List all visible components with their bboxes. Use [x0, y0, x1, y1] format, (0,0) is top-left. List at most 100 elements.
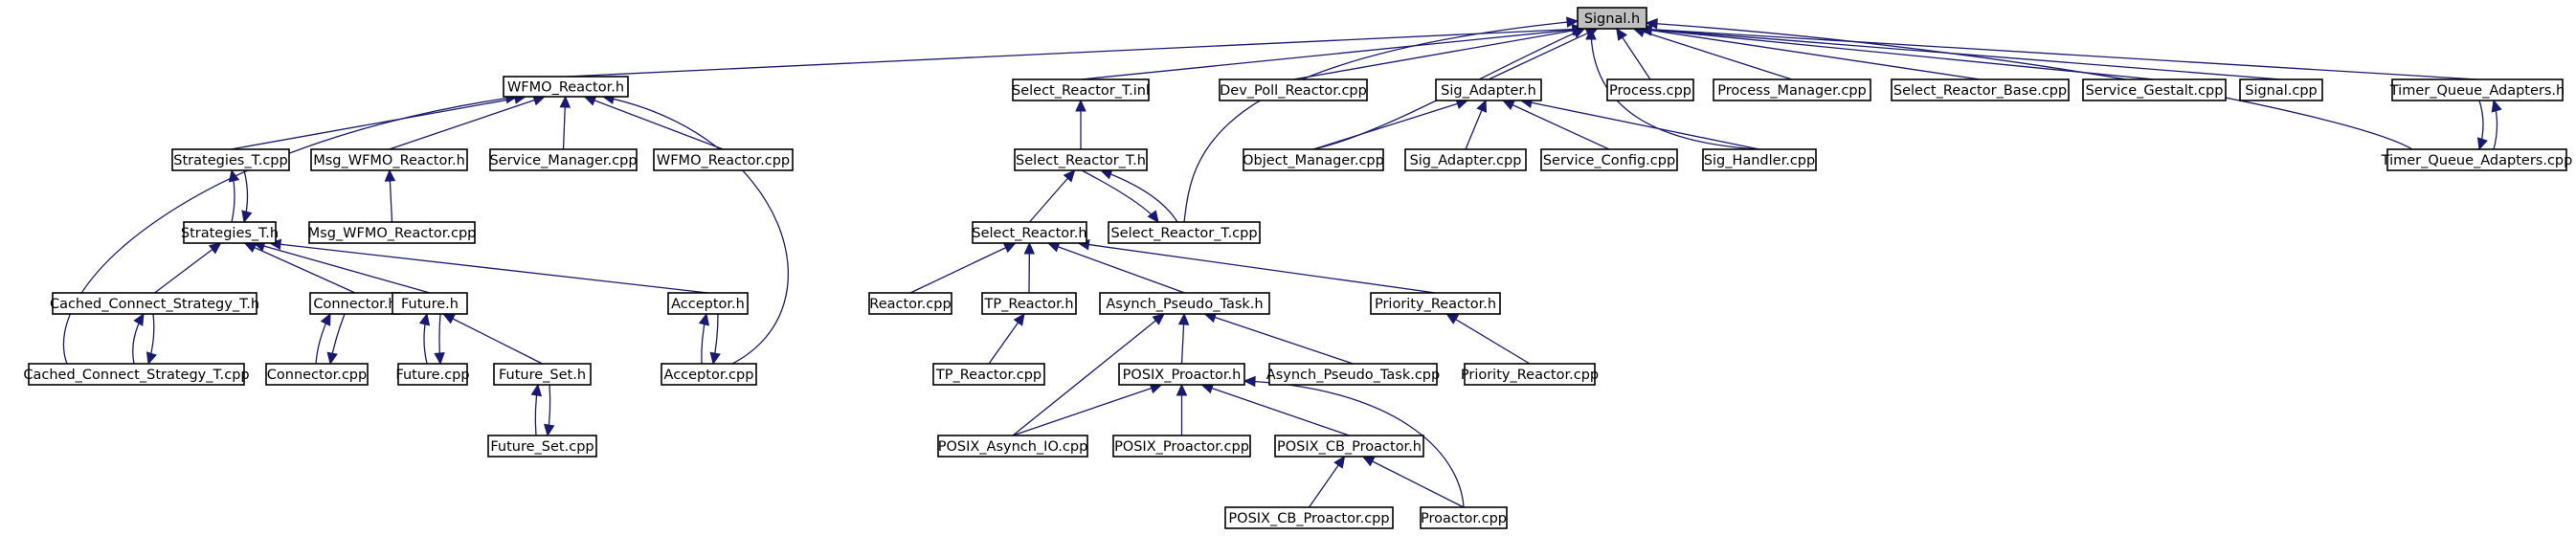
- node-box[interactable]: [308, 221, 476, 244]
- node-priority-reactor-h[interactable]: Priority_Reactor.h: [1370, 292, 1501, 315]
- node-box[interactable]: [2082, 78, 2227, 101]
- node-box[interactable]: [1268, 363, 1438, 386]
- node-label: Service_Config.cpp: [1543, 153, 1675, 168]
- node-select-reactor-base-cpp[interactable]: Select_Reactor_Base.cpp: [1891, 78, 2070, 101]
- node-select-reactor-t-cpp[interactable]: Select_Reactor_T.cpp: [1108, 221, 1261, 244]
- node-box[interactable]: [1274, 435, 1424, 458]
- node-tp-reactor-h[interactable]: TP_Reactor.h: [981, 292, 1077, 315]
- node-box[interactable]: [972, 221, 1087, 244]
- node-box[interactable]: [2391, 78, 2564, 101]
- node-service-manager-cpp[interactable]: Service_Manager.cpp: [489, 148, 638, 171]
- node-box[interactable]: [493, 363, 592, 386]
- node-box[interactable]: [1540, 148, 1678, 171]
- node-tp-reactor-cpp[interactable]: TP_Reactor.cpp: [932, 363, 1045, 386]
- node-asynch-pseudo-task-cpp[interactable]: Asynch_Pseudo_Task.cpp: [1266, 363, 1440, 386]
- node-box[interactable]: [1891, 78, 2070, 101]
- node-timer-queue-adapters-cpp[interactable]: Timer_Queue_Adapters.cpp: [2381, 148, 2573, 171]
- node-box[interactable]: [1014, 148, 1148, 171]
- node-select-reactor-t-h[interactable]: Select_Reactor_T.h: [1014, 148, 1148, 171]
- node-box[interactable]: [1464, 363, 1596, 386]
- node-box[interactable]: [1099, 292, 1270, 315]
- node-box[interactable]: [171, 148, 290, 171]
- node-select-reactor-h[interactable]: Select_Reactor.h: [972, 221, 1087, 244]
- node-future-cpp[interactable]: Future.cpp: [395, 363, 470, 386]
- node-box[interactable]: [487, 435, 597, 458]
- node-msg-wfmo-reactor-h[interactable]: Msg_WFMO_Reactor.h: [310, 148, 468, 171]
- node-select-reactor-t-inl[interactable]: Select_Reactor_T.inl: [1012, 78, 1150, 101]
- node-box[interactable]: [1577, 7, 1647, 30]
- node-dev-poll-reactor-cpp[interactable]: Dev_Poll_Reactor.cpp: [1219, 78, 1368, 101]
- node-box[interactable]: [1404, 148, 1527, 171]
- node-object-manager-cpp[interactable]: Object_Manager.cpp: [1243, 148, 1384, 171]
- node-box[interactable]: [981, 292, 1077, 315]
- node-process-manager-cpp[interactable]: Process_Manager.cpp: [1713, 78, 1871, 101]
- node-sig-adapter-h[interactable]: Sig_Adapter.h: [1435, 78, 1542, 101]
- node-box[interactable]: [52, 292, 258, 315]
- node-box[interactable]: [392, 292, 468, 315]
- node-box[interactable]: [1243, 148, 1384, 171]
- node-box[interactable]: [1224, 506, 1394, 529]
- node-label: Future_Set.h: [499, 368, 586, 383]
- node-signal-cpp[interactable]: Signal.cpp: [2239, 78, 2323, 101]
- node-box[interactable]: [653, 148, 794, 171]
- node-posix-proactor-h[interactable]: POSIX_Proactor.h: [1118, 363, 1245, 386]
- node-future-h[interactable]: Future.h: [392, 292, 468, 315]
- node-cached-connect-strategy-t-h[interactable]: Cached_Connect_Strategy_T.h: [50, 292, 259, 315]
- node-posix-asynch-io-cpp[interactable]: POSIX_Asynch_IO.cpp: [937, 435, 1088, 458]
- node-posix-cb-proactor-cpp[interactable]: POSIX_CB_Proactor.cpp: [1224, 506, 1394, 529]
- node-box[interactable]: [1713, 78, 1871, 101]
- node-acceptor-cpp[interactable]: Acceptor.cpp: [661, 363, 757, 386]
- node-posix-cb-proactor-h[interactable]: POSIX_CB_Proactor.h: [1274, 435, 1424, 458]
- node-box[interactable]: [1108, 221, 1261, 244]
- node-priority-reactor-cpp[interactable]: Priority_Reactor.cpp: [1461, 363, 1599, 386]
- node-posix-proactor-cpp[interactable]: POSIX_Proactor.cpp: [1112, 435, 1251, 458]
- node-wfmo-reactor-cpp[interactable]: WFMO_Reactor.cpp: [653, 148, 794, 171]
- node-timer-queue-adapters-h[interactable]: Timer_Queue_Adapters.h: [2389, 78, 2565, 101]
- node-box[interactable]: [937, 435, 1088, 458]
- node-box[interactable]: [2239, 78, 2323, 101]
- node-box[interactable]: [661, 363, 757, 386]
- node-connector-h[interactable]: Connector.h: [309, 292, 401, 315]
- node-proactor-cpp[interactable]: Proactor.cpp: [1420, 506, 1508, 529]
- edge-line: [1640, 28, 2155, 80]
- node-box[interactable]: [868, 292, 952, 315]
- node-box[interactable]: [1702, 148, 1817, 171]
- node-box[interactable]: [489, 148, 638, 171]
- node-future-set-cpp[interactable]: Future_Set.cpp: [487, 435, 597, 458]
- node-msg-wfmo-reactor-cpp[interactable]: Msg_WFMO_Reactor.cpp: [308, 221, 477, 244]
- node-box[interactable]: [1370, 292, 1501, 315]
- node-box[interactable]: [932, 363, 1045, 386]
- node-box[interactable]: [265, 363, 369, 386]
- node-box[interactable]: [1112, 435, 1251, 458]
- node-strategies-t-cpp[interactable]: Strategies_T.cpp: [171, 148, 290, 171]
- node-sig-handler-cpp[interactable]: Sig_Handler.cpp: [1702, 148, 1817, 171]
- node-future-set-h[interactable]: Future_Set.h: [493, 363, 592, 386]
- node-box[interactable]: [1435, 78, 1542, 101]
- node-strategies-t-h[interactable]: Strategies_T.h: [181, 221, 279, 244]
- edge-line: [1201, 384, 1350, 436]
- node-box[interactable]: [310, 148, 468, 171]
- node-box[interactable]: [1012, 78, 1150, 101]
- node-sig-adapter-cpp[interactable]: Sig_Adapter.cpp: [1404, 148, 1527, 171]
- node-box[interactable]: [397, 363, 468, 386]
- node-service-gestalt-cpp[interactable]: Service_Gestalt.cpp: [2082, 78, 2227, 101]
- node-reactor-cpp[interactable]: Reactor.cpp: [868, 292, 952, 315]
- node-box[interactable]: [667, 292, 749, 315]
- node-box[interactable]: [1606, 78, 1694, 101]
- node-box[interactable]: [503, 76, 629, 98]
- node-wfmo-reactor-h[interactable]: WFMO_Reactor.h: [503, 76, 629, 98]
- node-box[interactable]: [1420, 506, 1508, 529]
- node-cached-connect-strategy-t-cpp[interactable]: Cached_Connect_Strategy_T.cpp: [23, 363, 250, 386]
- node-box[interactable]: [1219, 78, 1368, 101]
- node-asynch-pseudo-task-h[interactable]: Asynch_Pseudo_Task.h: [1099, 292, 1270, 315]
- arrowhead-icon: [1063, 169, 1076, 183]
- node-box[interactable]: [2386, 148, 2567, 171]
- node-box[interactable]: [183, 221, 277, 244]
- node-acceptor-h[interactable]: Acceptor.h: [667, 292, 749, 315]
- node-process-cpp[interactable]: Process.cpp: [1606, 78, 1694, 101]
- node-connector-cpp[interactable]: Connector.cpp: [265, 363, 369, 386]
- node-service-config-cpp[interactable]: Service_Config.cpp: [1540, 148, 1678, 171]
- node-box[interactable]: [28, 363, 245, 386]
- node-box[interactable]: [1118, 363, 1245, 386]
- node-signal-h[interactable]: Signal.h: [1577, 7, 1647, 30]
